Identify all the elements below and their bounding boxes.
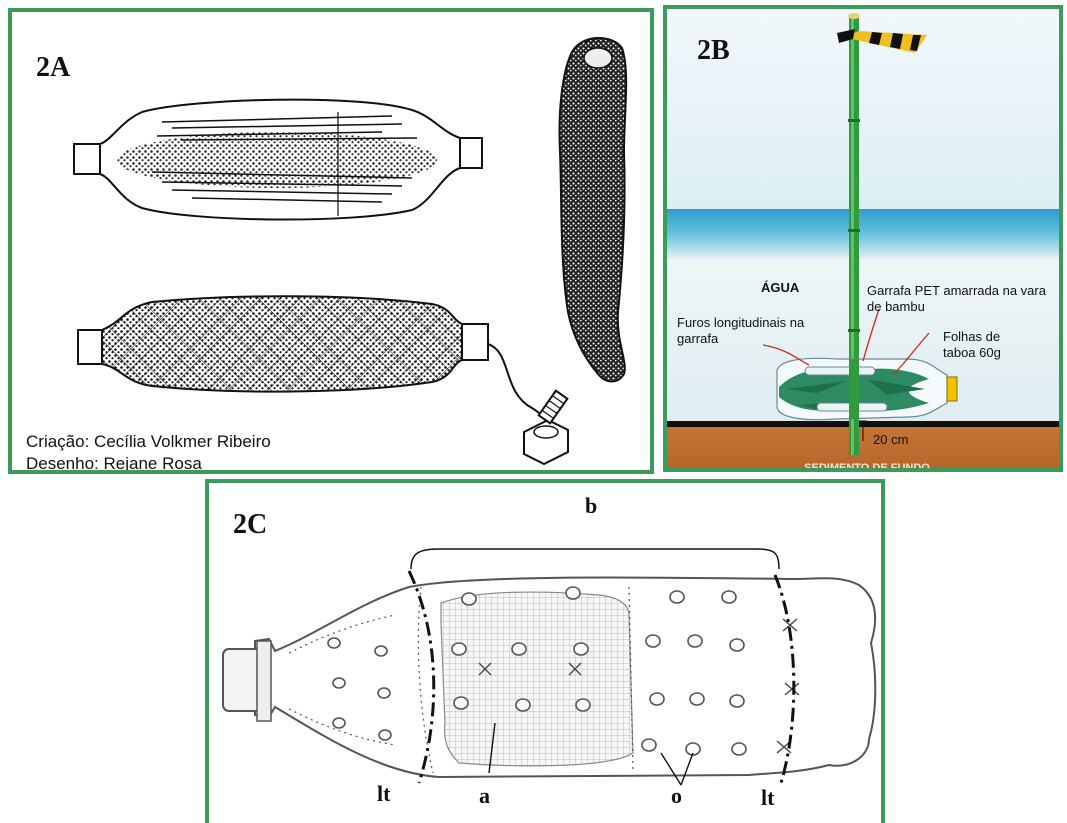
bottle-cap-left-2 [78,330,102,364]
leaf-mass [560,38,627,382]
panel-2b: 2B ÁGUA Garrafa PET amarrada na vara de … [663,5,1063,472]
credit-drawing: Desenho: Rejane Rosa [26,454,202,474]
panel-2c: 2C b a o lt lt [205,479,885,823]
bottle-label: Garrafa PET amarrada na vara de bambu [867,283,1047,315]
panel-2a: 2A [8,8,654,474]
depth-label: 20 cm [873,432,908,448]
panel-2a-drawing [12,12,654,474]
panel-2b-scene [667,9,1063,472]
leaves-label: Folhas de taboa 60g [943,329,1033,361]
bolt-weight [524,391,568,464]
label-o: o [671,783,682,809]
panel-label-2b: 2B [697,35,730,67]
label-a: a [479,783,490,809]
bottle-cap-right [460,138,482,168]
bottle-with-leaves [74,100,482,220]
holes-label: Furos longitudinais na garrafa [677,315,827,347]
credit-creation: Criação: Cecília Volkmer Ribeiro [26,432,271,452]
label-b: b [585,493,597,519]
bracket-b [411,549,779,569]
label-lt-left: lt [377,781,390,807]
sediment-label: SEDIMENTO DE FUNDO [667,460,1063,472]
pet-bottle [777,358,957,419]
panel-2c-drawing [209,483,885,823]
bottle-cap-left [74,144,100,174]
bottom-line [667,421,1063,427]
bottle-cap-right-2 [462,324,488,360]
water-label: ÁGUA [761,280,799,296]
panel-label-2c: 2C [233,509,267,541]
mesh-patch [441,592,633,766]
label-lt-right: lt [761,785,774,811]
water-surface [667,209,1063,259]
